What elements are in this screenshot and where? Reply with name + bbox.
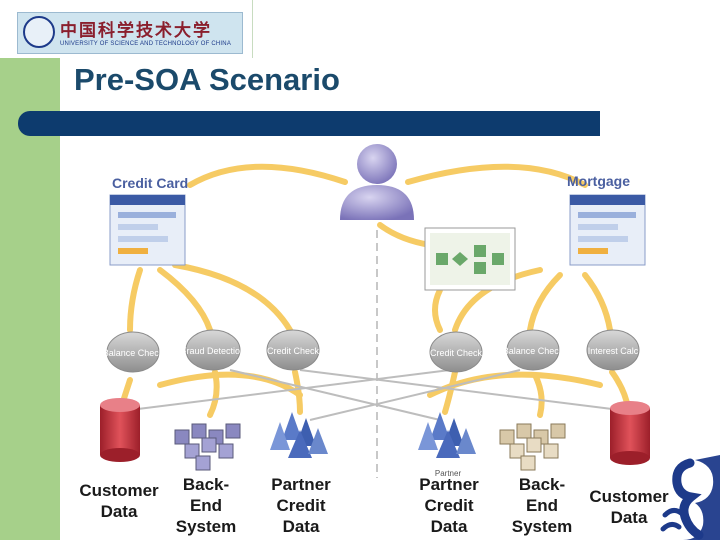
university-emblem-icon (23, 16, 55, 48)
credit-card-app-window (109, 194, 186, 266)
service-credit-check-right: Credit Check (429, 331, 483, 373)
arrow-creditcard-to-balance (127, 267, 143, 333)
service-fraud-detection-left: Fraud Detection (181, 329, 245, 371)
customer-database-right-icon (610, 401, 650, 465)
arrow-person-to-mortgage (405, 163, 588, 188)
service-label: Fraud Detection (181, 346, 245, 356)
arrow-creditcard-to-fraud (157, 267, 213, 333)
partner-credit-right-icon (418, 412, 476, 458)
sidebar-strip (0, 0, 60, 540)
mortgage-app-window (569, 194, 646, 266)
partner-tag: Partner (435, 469, 462, 478)
label-backend-system-right: Back- End System (511, 475, 573, 536)
label-customer-data-right: Customer Data (589, 487, 669, 527)
arrow-mortgage-to-interest (582, 272, 613, 333)
service-label: Credit Check (267, 346, 320, 356)
backend-cluster-left-icon (174, 423, 241, 471)
dragon-emblem-icon (660, 455, 720, 540)
service-balance-check-right: Balance Check (503, 329, 564, 371)
user-person-icon (340, 144, 414, 220)
backend-cluster-right-icon (499, 423, 566, 471)
label-partner-credit-right: Partner Credit Data (419, 475, 479, 536)
arrow-cross-left (157, 371, 303, 398)
arrow-rbalance-to-cluster (532, 372, 545, 418)
arrow-workflow-to-credit (432, 287, 443, 333)
service-balance-check-left: Balance Check (103, 331, 164, 373)
title-rule (18, 111, 600, 136)
service-label: Balance Check (503, 346, 564, 356)
service-label: Balance Check (103, 348, 164, 358)
service-label: Interest Calc (588, 346, 639, 356)
label-customer-data-left: Customer Data (79, 481, 159, 521)
partner-credit-left-icon (270, 412, 328, 458)
university-logo: 中国科学技术大学 UNIVERSITY OF SCIENCE AND TECHN… (0, 0, 253, 58)
slide-title: Pre-SOA Scenario (74, 62, 340, 97)
logo-banner: 中国科学技术大学 UNIVERSITY OF SCIENCE AND TECHN… (17, 12, 243, 54)
pre-soa-diagram: Credit Card Mortgage Balance Check Fraud… (60, 140, 660, 478)
cross-line-1 (229, 369, 441, 421)
cross-line-4 (129, 369, 451, 411)
workflow-screen (424, 227, 516, 291)
service-credit-check-left: Credit Check (266, 329, 320, 371)
cross-line-3 (299, 369, 621, 411)
credit-card-label: Credit Card (112, 175, 188, 191)
service-interest-calc-right: Interest Calc (586, 329, 640, 371)
arrow-mortgage-to-balance (527, 272, 563, 333)
arrow-creditcard-to-credit (172, 262, 293, 333)
logo-english-name: UNIVERSITY OF SCIENCE AND TECHNOLOGY OF … (60, 41, 232, 47)
arrow-mortgage-to-credit (452, 267, 543, 333)
label-partner-credit-left: Partner Credit Data (271, 475, 331, 536)
logo-chinese-name: 中国科学技术大学 (60, 21, 212, 41)
arrow-person-to-creditcard (187, 163, 348, 188)
arrow-rcredit-to-partner (442, 369, 458, 415)
service-label: Credit Check (430, 348, 483, 358)
mortgage-label: Mortgage (567, 173, 630, 189)
customer-database-left-icon (100, 398, 140, 462)
cross-connections (129, 369, 621, 421)
cross-line-2 (309, 369, 521, 421)
label-backend-system-left: Back- End System (175, 475, 237, 536)
